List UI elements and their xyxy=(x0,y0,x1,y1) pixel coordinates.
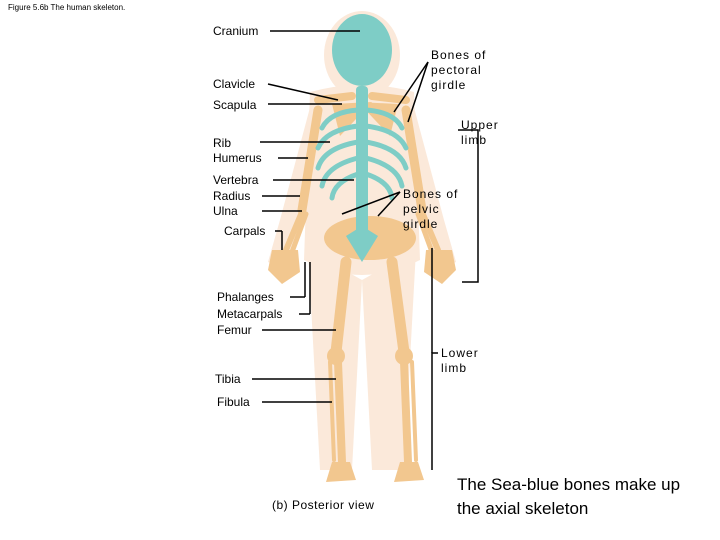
label-humerus: Humerus xyxy=(213,151,262,165)
label-cranium: Cranium xyxy=(213,24,258,38)
view-label: (b) Posterior view xyxy=(272,498,374,512)
label-tibia: Tibia xyxy=(215,372,241,386)
label-metacarpals: Metacarpals xyxy=(217,307,282,321)
axial-skeleton-note: The Sea-blue bones make up the axial ske… xyxy=(457,473,680,521)
group-pelvic-girdle: Bones of pelvic girdle xyxy=(403,187,458,232)
label-phalanges: Phalanges xyxy=(217,290,274,304)
label-rib: Rib xyxy=(213,136,231,150)
label-radius: Radius xyxy=(213,189,250,203)
label-vertebra: Vertebra xyxy=(213,173,258,187)
label-carpals: Carpals xyxy=(224,224,265,238)
group-upper-limb: Upper limb xyxy=(461,118,499,148)
group-lower-limb: Lower limb xyxy=(441,346,479,376)
group-pectoral-girdle: Bones of pectoral girdle xyxy=(431,48,486,93)
label-fibula: Fibula xyxy=(217,395,250,409)
label-ulna: Ulna xyxy=(213,204,238,218)
label-femur: Femur xyxy=(217,323,252,337)
label-clavicle: Clavicle xyxy=(213,77,255,91)
label-scapula: Scapula xyxy=(213,98,256,112)
